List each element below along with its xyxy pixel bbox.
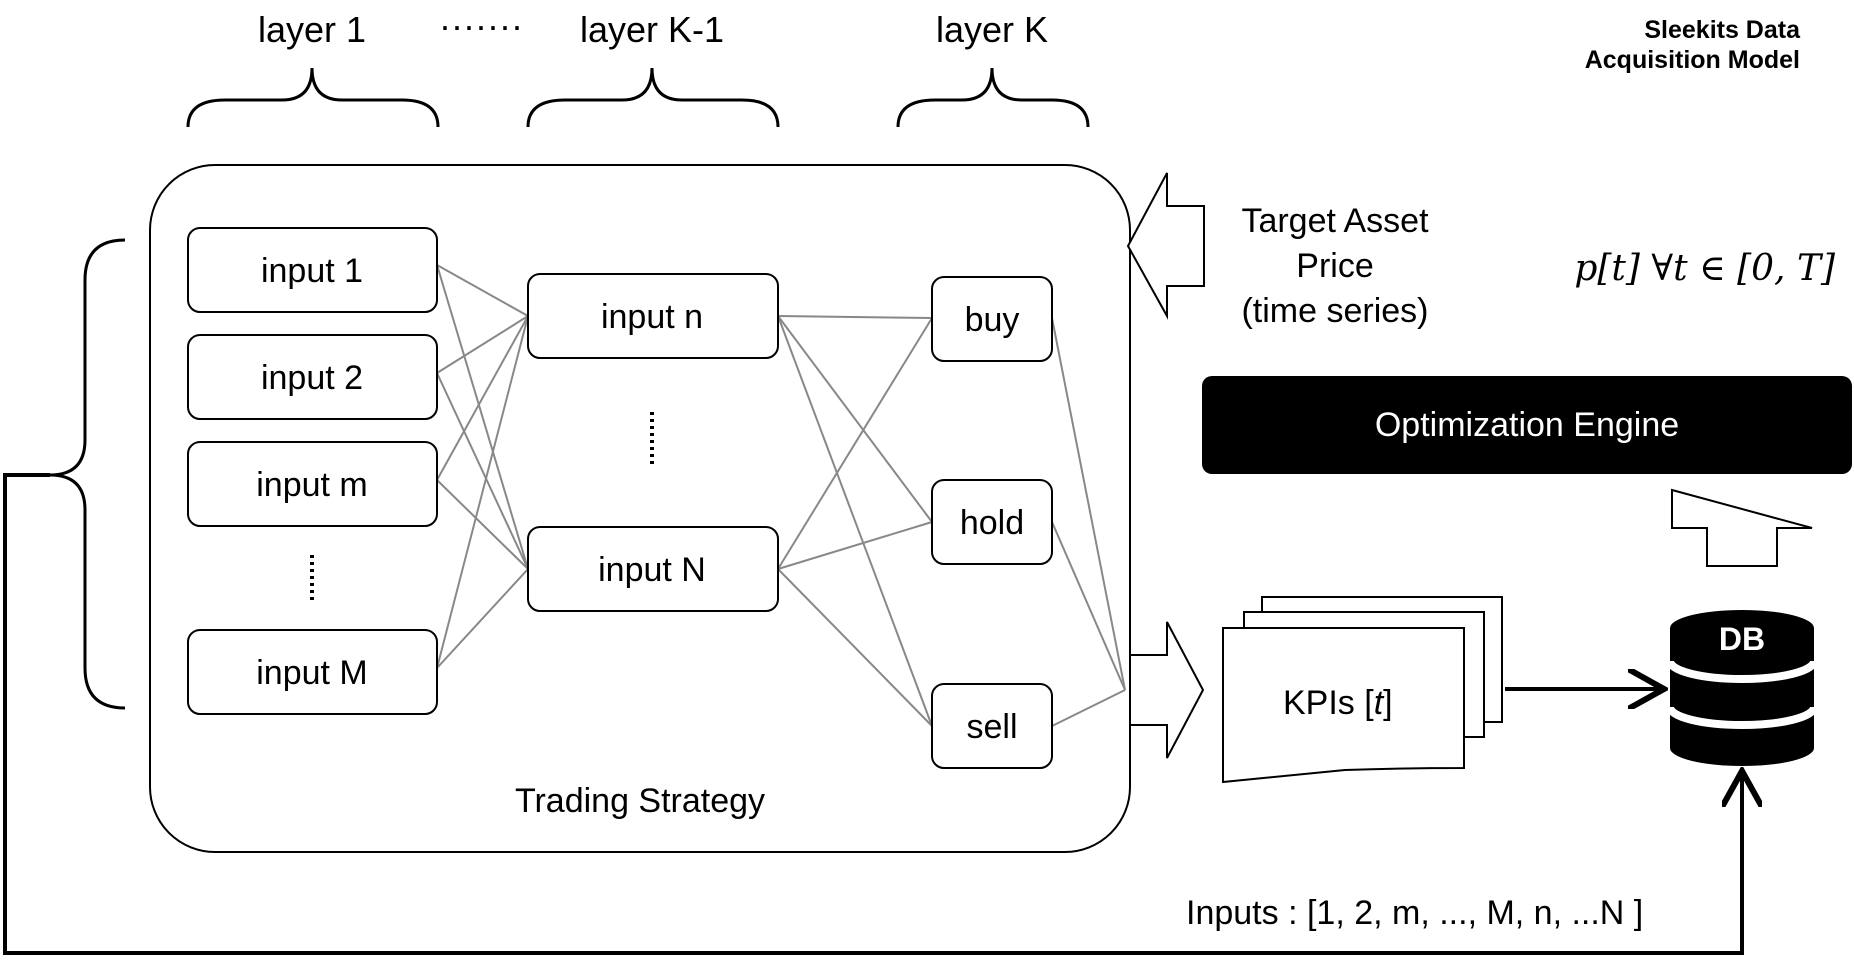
target-asset-input-arrow — [1126, 172, 1205, 320]
svg-text:KPIs [t]: KPIs [t] — [1283, 684, 1393, 722]
strategy-output-arrow — [1129, 621, 1205, 759]
svg-text:input M: input M — [256, 654, 368, 692]
diagram-caption-line1: Sleekits Data — [1644, 16, 1801, 44]
action-node-hold: hold — [931, 479, 1053, 565]
svg-text:input 1: input 1 — [261, 252, 363, 290]
layer-ellipsis: ······· — [439, 5, 523, 46]
kpi-documents-icon: KPIs [t] — [1222, 596, 1503, 784]
svg-text:buy: buy — [965, 301, 1020, 339]
svg-text:DB: DB — [1719, 621, 1765, 657]
feedback-loop-line — [3, 473, 1742, 955]
diagram-caption-line2: Acquisition Model — [1585, 46, 1800, 74]
layer-1-node: input m — [187, 441, 438, 527]
inputs-brace — [49, 238, 126, 710]
trading-strategy-label: Trading Strategy — [515, 782, 765, 820]
layer-1-node: input M — [187, 629, 438, 715]
target-asset-label-line1: Target Asset — [1241, 202, 1429, 240]
layer-1-label: layer 1 — [258, 9, 366, 50]
layer-k-minus-1-label: layer K-1 — [580, 9, 724, 50]
svg-text:input 2: input 2 — [261, 359, 363, 397]
database-icon: DB — [1666, 610, 1818, 766]
layer-k-label: layer K — [936, 9, 1048, 50]
action-node-buy: buy — [931, 276, 1053, 362]
layer-k-minus-1-brace — [526, 67, 780, 128]
svg-text:input m: input m — [256, 466, 368, 504]
layer-k-minus-1-node: input n — [527, 273, 779, 359]
action-node-sell: sell — [931, 683, 1053, 769]
optimization-engine-label: Optimization Engine — [1375, 406, 1679, 444]
svg-text:input n: input n — [601, 298, 703, 336]
svg-text:input N: input N — [598, 551, 706, 589]
svg-text:hold: hold — [960, 504, 1024, 542]
svg-text:sell: sell — [966, 708, 1017, 746]
target-asset-label-line3: (time series) — [1241, 292, 1428, 330]
trading-strategy-container — [149, 164, 1131, 853]
target-asset-label-line2: Price — [1296, 247, 1373, 285]
inputs-list-label: Inputs : [1, 2, m, ..., M, n, ...N ] — [1186, 894, 1643, 932]
layer-k-minus-1-node: input N — [527, 526, 779, 612]
layer-1-node: input 1 — [187, 227, 438, 313]
layer-1-brace — [186, 67, 440, 128]
layer-1-node: input 2 — [187, 334, 438, 420]
layer-k-brace — [896, 67, 1090, 128]
db-to-engine-arrow — [1671, 488, 1813, 567]
optimization-engine-box — [1202, 376, 1852, 474]
network-connections — [436, 264, 1126, 727]
price-formula: p[t] ∀t ∈ [0, T] — [1574, 248, 1836, 289]
